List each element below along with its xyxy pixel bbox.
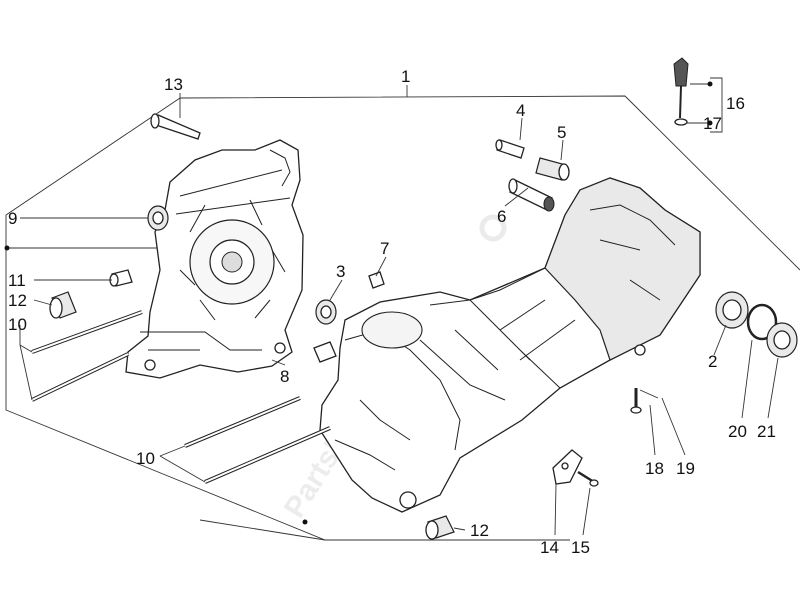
callout-labels: 1 2 3 4 5 6 7 8 9 10 10 11 12 12 13 14 1…: [8, 67, 776, 557]
part-16-dipstick: [673, 57, 689, 126]
callout-15: 15: [571, 538, 590, 557]
callout-13: 13: [164, 75, 183, 94]
callout-18: 18: [645, 459, 664, 478]
part-13-bolt: [150, 113, 201, 140]
part-10-studs: [31, 310, 331, 484]
callout-12-left: 12: [8, 291, 27, 310]
part-6-sleeve: [508, 178, 555, 212]
callout-12-bottom: 12: [470, 521, 489, 540]
part-3-bearing: [315, 299, 337, 325]
right-crankcase-half: [319, 177, 701, 513]
callout-19: 19: [676, 459, 695, 478]
callout-3: 3: [336, 262, 345, 281]
part-9-oil-seal: [147, 205, 169, 231]
callout-10-left: 10: [8, 315, 27, 334]
part-20-circlip: [746, 303, 778, 341]
leader-lines: [19, 77, 779, 536]
left-crankcase-half: [125, 139, 304, 379]
part-12-bushing-lower: [425, 515, 455, 540]
part-21-oil-seal: [766, 322, 798, 358]
part-14-cover-plate: [552, 449, 583, 485]
part-2-bearing: [715, 291, 749, 329]
callout-4: 4: [516, 101, 525, 120]
part-11-dowel: [109, 269, 133, 287]
part-7-pin: [368, 271, 385, 289]
part-4-pin: [495, 139, 525, 159]
callout-9: 9: [8, 209, 17, 228]
callout-14: 14: [540, 538, 559, 557]
callout-5: 5: [557, 123, 566, 142]
assembly-frame: [5, 95, 800, 541]
callout-10-bottom: 10: [136, 449, 155, 468]
callout-6: 6: [497, 207, 506, 226]
callout-20: 20: [728, 422, 747, 441]
part-15-screw: [577, 470, 599, 487]
part-5-bushing: [535, 157, 570, 181]
callout-16: 16: [726, 94, 745, 113]
callout-1: 1: [401, 67, 410, 86]
callout-2: 2: [708, 352, 717, 371]
callout-8: 8: [280, 367, 289, 386]
part-12-bushing: [49, 291, 77, 319]
part-18-screw: [630, 388, 642, 414]
callout-17: 17: [703, 114, 722, 133]
callout-11: 11: [8, 271, 26, 290]
callout-21: 21: [757, 422, 776, 441]
part-8-bushing: [313, 341, 337, 363]
reference-dots: [4, 81, 713, 525]
callout-7: 7: [380, 239, 389, 258]
